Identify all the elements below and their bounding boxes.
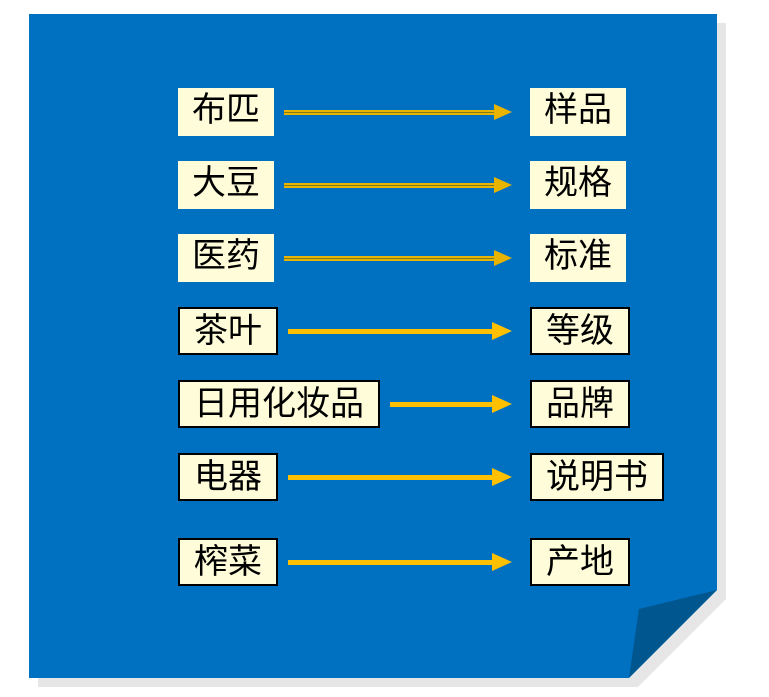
arrow-shaft	[284, 110, 498, 115]
arrow-head	[492, 395, 512, 413]
mapping-row-5: 日用化妆品 品牌	[178, 380, 717, 428]
arrow-right-icon	[288, 552, 512, 572]
arrow-head	[494, 177, 512, 193]
commodity-label: 日用化妆品	[194, 386, 364, 423]
arrow-shaft	[288, 475, 498, 480]
attribute-box: 说明书	[530, 453, 664, 501]
attribute-label: 样品	[544, 92, 612, 129]
mapping-row-2: 大豆 规格	[178, 161, 717, 209]
mapping-row-1: 布匹 样品	[178, 88, 717, 136]
commodity-label: 布匹	[192, 92, 260, 129]
arrow-right-icon	[390, 394, 512, 414]
mapping-row-7: 榨菜 产地	[178, 538, 717, 586]
attribute-box: 品牌	[530, 380, 630, 428]
attribute-label: 标准	[544, 238, 612, 275]
attribute-label: 规格	[544, 165, 612, 202]
arrow-head	[494, 104, 512, 120]
arrow-head	[492, 322, 512, 340]
commodity-label: 榨菜	[194, 544, 262, 581]
attribute-box: 样品	[530, 88, 626, 136]
commodity-box: 榨菜	[178, 538, 278, 586]
commodity-label: 电器	[194, 459, 262, 496]
attribute-box: 等级	[530, 307, 630, 355]
attribute-label: 等级	[546, 313, 614, 350]
arrow-head	[492, 468, 512, 486]
mapping-row-4: 茶叶 等级	[178, 307, 717, 355]
arrow-right-icon	[288, 321, 512, 341]
slide-canvas: 布匹 样品 大豆 规格 医药 标准 茶叶 等级 日用化妆品	[29, 14, 717, 678]
mapping-row-6: 电器 说明书	[178, 453, 717, 501]
arrow-shaft	[390, 402, 498, 407]
attribute-box: 产地	[530, 538, 630, 586]
arrow-shaft	[288, 560, 498, 565]
attribute-label: 说明书	[546, 459, 648, 496]
arrow-head	[492, 553, 512, 571]
arrow-shaft	[284, 183, 498, 188]
attribute-label: 产地	[546, 544, 614, 581]
attribute-box: 标准	[530, 234, 626, 282]
page-curl-icon	[607, 568, 717, 678]
commodity-box: 布匹	[178, 88, 274, 136]
commodity-label: 医药	[192, 238, 260, 275]
commodity-box: 医药	[178, 234, 274, 282]
arrow-head	[494, 250, 512, 266]
attribute-box: 规格	[530, 161, 626, 209]
arrow-shaft	[284, 256, 498, 261]
mapping-list: 布匹 样品 大豆 规格 医药 标准 茶叶 等级 日用化妆品	[178, 88, 717, 611]
arrow-right-icon	[288, 467, 512, 487]
mapping-row-3: 医药 标准	[178, 234, 717, 282]
commodity-label: 大豆	[192, 165, 260, 202]
commodity-box: 电器	[178, 453, 278, 501]
arrow-shaft	[288, 329, 498, 334]
attribute-label: 品牌	[546, 386, 614, 423]
commodity-label: 茶叶	[194, 313, 262, 350]
commodity-box: 日用化妆品	[178, 380, 380, 428]
arrow-right-icon	[284, 102, 512, 122]
commodity-box: 大豆	[178, 161, 274, 209]
arrow-right-icon	[284, 248, 512, 268]
arrow-right-icon	[284, 175, 512, 195]
commodity-box: 茶叶	[178, 307, 278, 355]
